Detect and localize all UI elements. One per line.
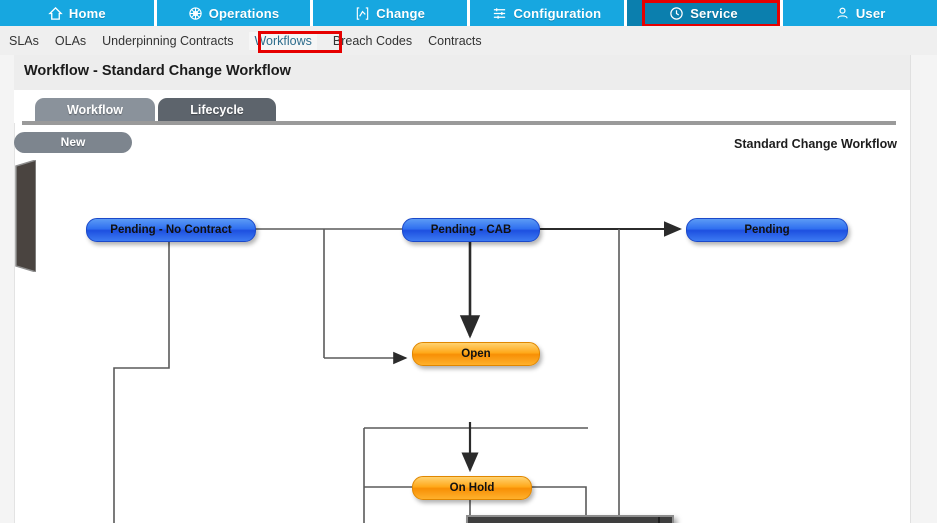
subnav-item-workflows[interactable]: Workflows: [249, 31, 317, 50]
topnav-label-configuration: Configuration: [513, 5, 602, 21]
content-panel: [14, 55, 910, 523]
topnav-label-change: Change: [376, 5, 426, 21]
topnav-item-home[interactable]: Home: [0, 0, 157, 26]
panel-right-gutter: [910, 55, 937, 523]
top-navigation-bar: Home Operations Change: [0, 0, 937, 26]
sliders-icon: [492, 6, 507, 21]
state-tooltip: SLA Inactive • Prior States Open Pending…: [466, 515, 674, 523]
chart-bracket-icon: [355, 6, 370, 21]
workflow-name-label: Standard Change Workflow: [734, 137, 897, 151]
subnav-item-slas[interactable]: SLAs: [9, 33, 39, 48]
topnav-item-configuration[interactable]: Configuration: [470, 0, 627, 26]
person-icon: [835, 6, 850, 21]
topnav-item-change[interactable]: Change: [313, 0, 471, 26]
subnav-item-breach-codes[interactable]: Breach Codes: [332, 33, 413, 48]
new-button[interactable]: New: [14, 132, 132, 153]
workflow-node-pending-no-contract[interactable]: Pending - No Contract: [86, 218, 256, 242]
workflow-node-open[interactable]: Open: [412, 342, 540, 366]
gear-wheel-icon: [188, 6, 203, 21]
page-title-bar: [14, 55, 910, 90]
tab-workflow[interactable]: Workflow: [35, 98, 155, 122]
topnav-item-service[interactable]: Service: [626, 0, 784, 26]
tab-lifecycle[interactable]: Lifecycle: [158, 98, 276, 122]
clock-icon: [669, 6, 684, 21]
workflow-diagram-canvas[interactable]: Pending - No Contract Pending - CAB Pend…: [14, 160, 910, 523]
tab-underline: [22, 121, 896, 125]
workflow-node-pending-cab[interactable]: Pending - CAB: [402, 218, 540, 242]
workflow-node-on-hold[interactable]: On Hold: [412, 476, 532, 500]
subnav-item-underpinning-contracts[interactable]: Underpinning Contracts: [102, 33, 234, 48]
topnav-label-home: Home: [68, 5, 106, 21]
sub-navigation-bar: SLAs OLAs Underpinning Contracts Workflo…: [0, 26, 937, 55]
home-icon: [48, 6, 63, 21]
topnav-label-operations: Operations: [208, 5, 280, 21]
topnav-item-user[interactable]: User: [783, 0, 937, 26]
subnav-item-olas[interactable]: OLAs: [54, 33, 87, 48]
workflow-node-pending[interactable]: Pending: [686, 218, 848, 242]
page-title: Workflow - Standard Change Workflow: [24, 63, 291, 79]
subnav-item-contracts[interactable]: Contracts: [428, 33, 482, 48]
topnav-label-user: User: [855, 5, 886, 21]
tooltip-inner-divider: [658, 517, 660, 523]
topnav-label-service: Service: [690, 5, 738, 21]
topnav-item-operations[interactable]: Operations: [156, 0, 314, 26]
